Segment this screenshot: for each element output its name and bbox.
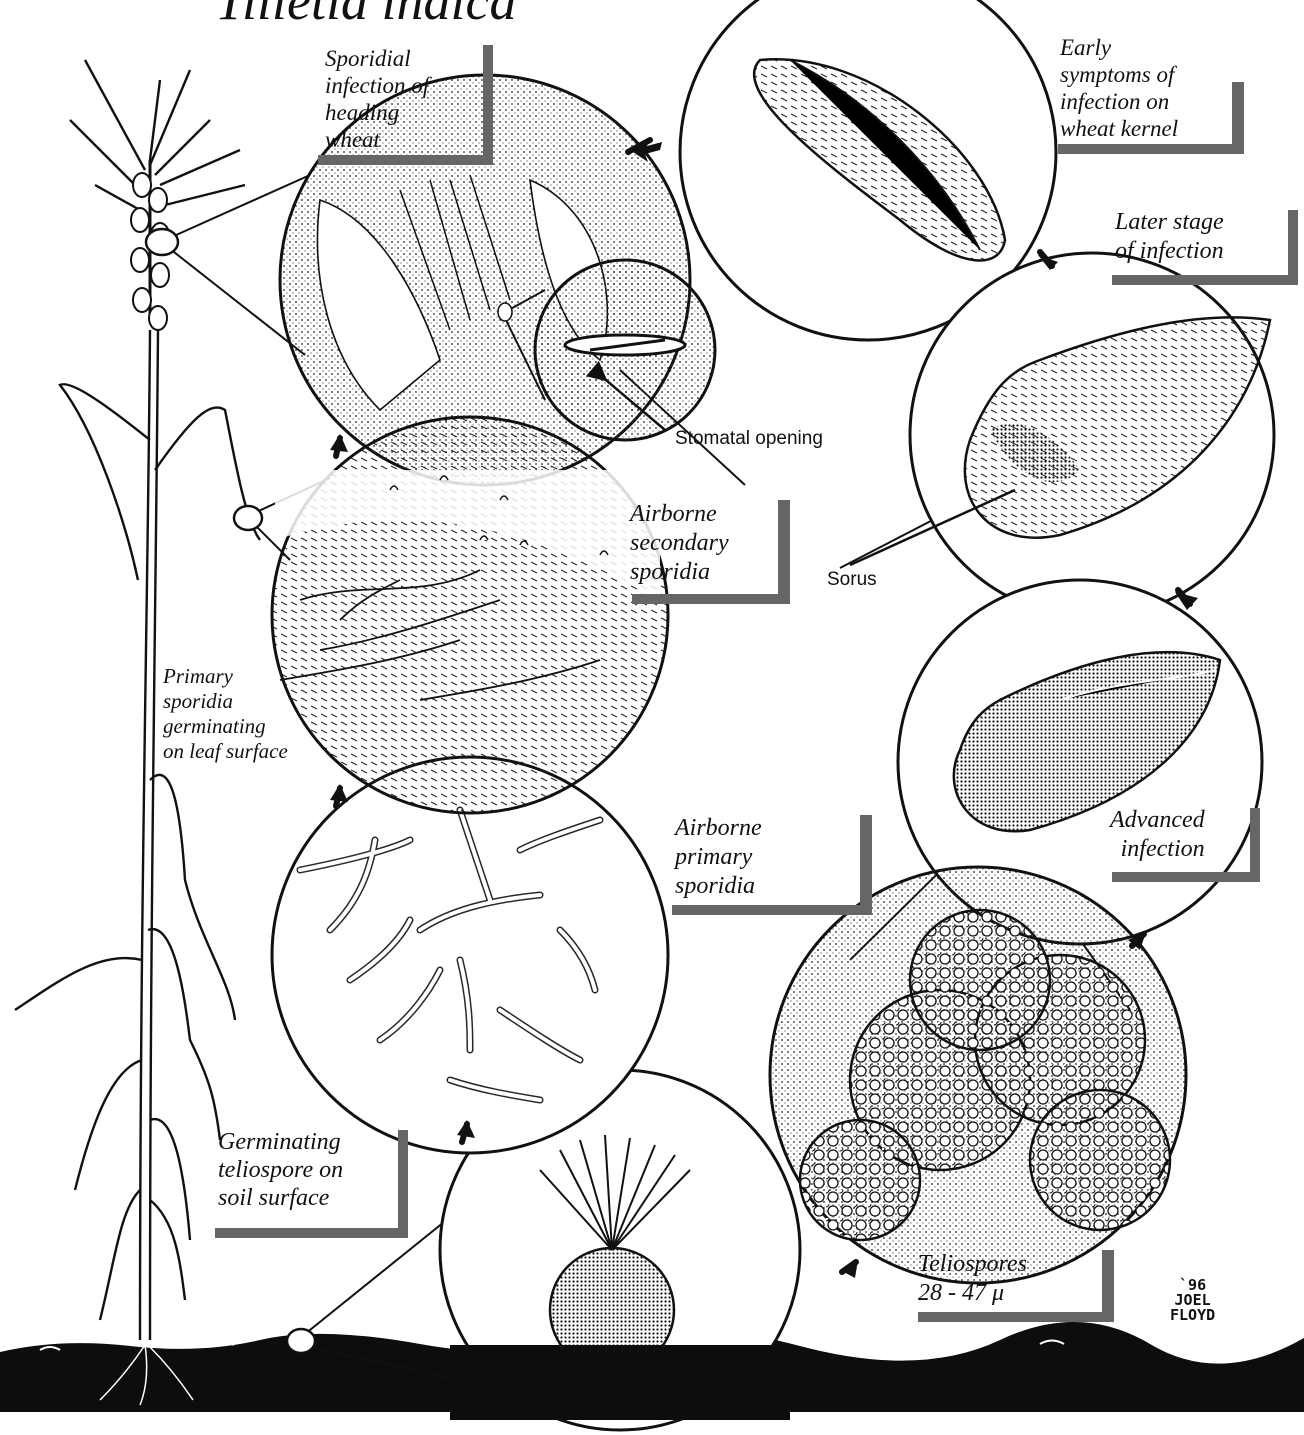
label-airborne-primary: Airborne primary sporidia	[675, 814, 762, 901]
callout-sorus: Sorus	[827, 569, 877, 591]
label-later-stage: Later stage of infection	[1115, 208, 1224, 266]
artist-signature: `96 JOEL FLOYD	[1170, 1278, 1215, 1323]
label-germinating-teliospore: Germinating teliospore on soil surface	[218, 1128, 343, 1212]
circle-leaf-surface	[272, 417, 668, 813]
label-advanced-infection: Advanced infection	[1110, 806, 1205, 864]
callout-stomatal-opening: Stomatal opening	[675, 428, 823, 450]
label-sporidial-infection: Sporidial infection of heading wheat	[325, 45, 429, 153]
circle-later-stage	[910, 253, 1274, 617]
circle-teliospores	[770, 867, 1186, 1283]
label-airborne-secondary: Airborne secondary sporidia	[630, 500, 729, 587]
label-teliospores: Teliospores 28 - 47 μ	[918, 1250, 1027, 1308]
diagram-title: Tilletia indica	[215, 0, 517, 32]
circle-airborne-primary	[272, 757, 668, 1153]
label-primary-germinating: Primary sporidia germinating on leaf sur…	[163, 664, 288, 764]
label-early-symptoms: Early symptoms of infection on wheat ker…	[1060, 34, 1178, 142]
